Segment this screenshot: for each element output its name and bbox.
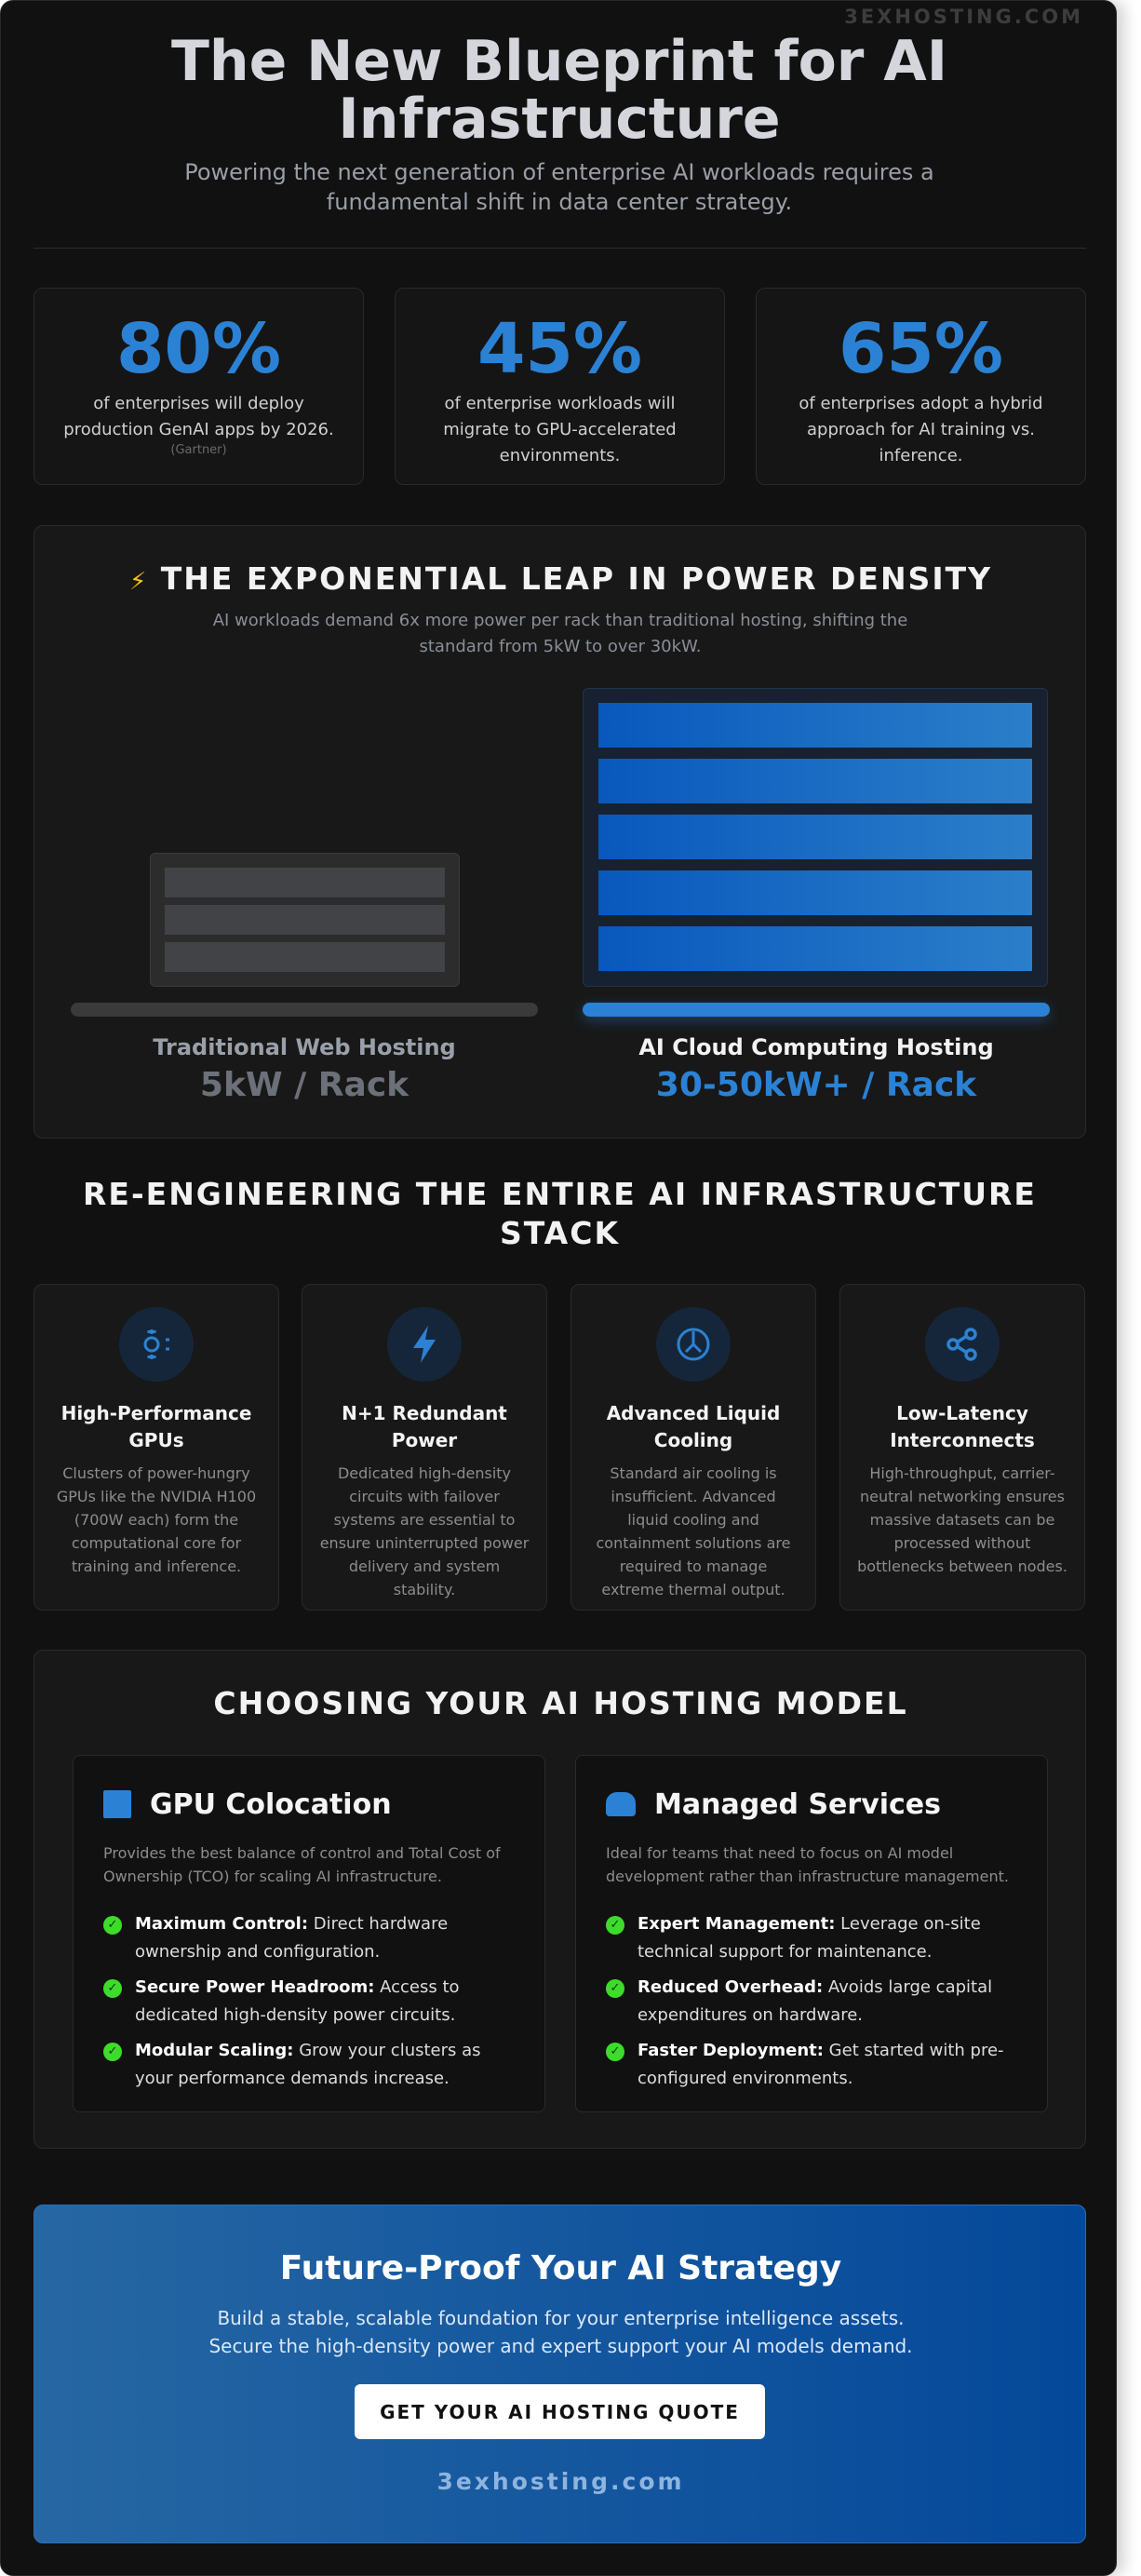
ai-label: AI Cloud Computing Hosting bbox=[638, 1034, 994, 1060]
traditional-value: 5kW / Rack bbox=[199, 1066, 409, 1104]
gpu-chip-icon bbox=[119, 1307, 194, 1382]
hosting-model-section: CHOOSING YOUR AI HOSTING MODEL GPU Coloc… bbox=[34, 1650, 1086, 2149]
list-item: ✓Expert Management: Leverage on-site tec… bbox=[606, 1910, 1017, 1966]
cta-desc: Build a stable, scalable foundation for … bbox=[208, 2307, 913, 2357]
model-card-colocation: GPU Colocation Provides the best balance… bbox=[73, 1755, 545, 2112]
stack-title: RE-ENGINEERING THE ENTIRE AI INFRASTRUCT… bbox=[83, 1176, 1037, 1251]
handshake-icon bbox=[606, 1792, 636, 1816]
cta-banner: Future-Proof Your AI Strategy Build a st… bbox=[34, 2205, 1086, 2543]
site-link[interactable]: 3exhosting.com bbox=[436, 2468, 685, 2495]
share-nodes-icon bbox=[925, 1307, 1000, 1382]
list-item: ✓Secure Power Headroom: Access to dedica… bbox=[103, 1974, 515, 2030]
model-card-managed: Managed Services Ideal for teams that ne… bbox=[575, 1755, 1048, 2112]
divider bbox=[34, 248, 1086, 249]
traditional-rack-base bbox=[71, 1003, 538, 1017]
list-item: ✓Maximum Control: Direct hardware owners… bbox=[103, 1910, 515, 1966]
stat-card: 65%of enterprises adopt a hybrid approac… bbox=[756, 288, 1086, 485]
section-title: CHOOSING YOUR AI HOSTING MODEL bbox=[213, 1685, 908, 1721]
bolt-icon bbox=[387, 1307, 462, 1382]
list-item: ✓Faster Deployment: Get started with pre… bbox=[606, 2037, 1017, 2093]
section-title: ⚡ THE EXPONENTIAL LEAP IN POWER DENSITY bbox=[128, 560, 993, 597]
list-item: ✓Modular Scaling: Grow your clusters as … bbox=[103, 2037, 515, 2093]
check-icon: ✓ bbox=[606, 2043, 624, 2061]
ai-rack-graphic bbox=[583, 688, 1048, 987]
check-icon: ✓ bbox=[606, 1979, 624, 1998]
list-item: ✓Reduced Overhead: Avoids large capital … bbox=[606, 1974, 1017, 2030]
ai-rack-base bbox=[583, 1003, 1050, 1017]
stat-card: 80%of enterprises will deploy production… bbox=[34, 288, 364, 485]
server-icon bbox=[103, 1790, 131, 1818]
gauge-icon bbox=[656, 1307, 731, 1382]
subtitle: Powering the next generation of enterpri… bbox=[184, 159, 934, 215]
check-icon: ✓ bbox=[103, 1916, 122, 1935]
section-desc: AI workloads demand 6x more power per ra… bbox=[212, 611, 908, 656]
traditional-label: Traditional Web Hosting bbox=[153, 1034, 456, 1060]
check-icon: ✓ bbox=[606, 1916, 624, 1935]
ai-value: 30-50kW+ / Rack bbox=[655, 1066, 977, 1104]
stat-card: 45%of enterprise workloads will migrate … bbox=[395, 288, 725, 485]
check-icon: ✓ bbox=[103, 2043, 122, 2061]
get-quote-button[interactable]: GET YOUR AI HOSTING QUOTE bbox=[355, 2384, 765, 2439]
traditional-rack-graphic bbox=[150, 853, 460, 987]
check-icon: ✓ bbox=[103, 1979, 122, 1998]
watermark: 3EXHOSTING.COM bbox=[844, 6, 1083, 28]
lightning-icon: ⚡ bbox=[128, 568, 149, 596]
cta-title: Future-Proof Your AI Strategy bbox=[279, 2249, 842, 2287]
power-density-section: ⚡ THE EXPONENTIAL LEAP IN POWER DENSITY … bbox=[34, 525, 1086, 1139]
